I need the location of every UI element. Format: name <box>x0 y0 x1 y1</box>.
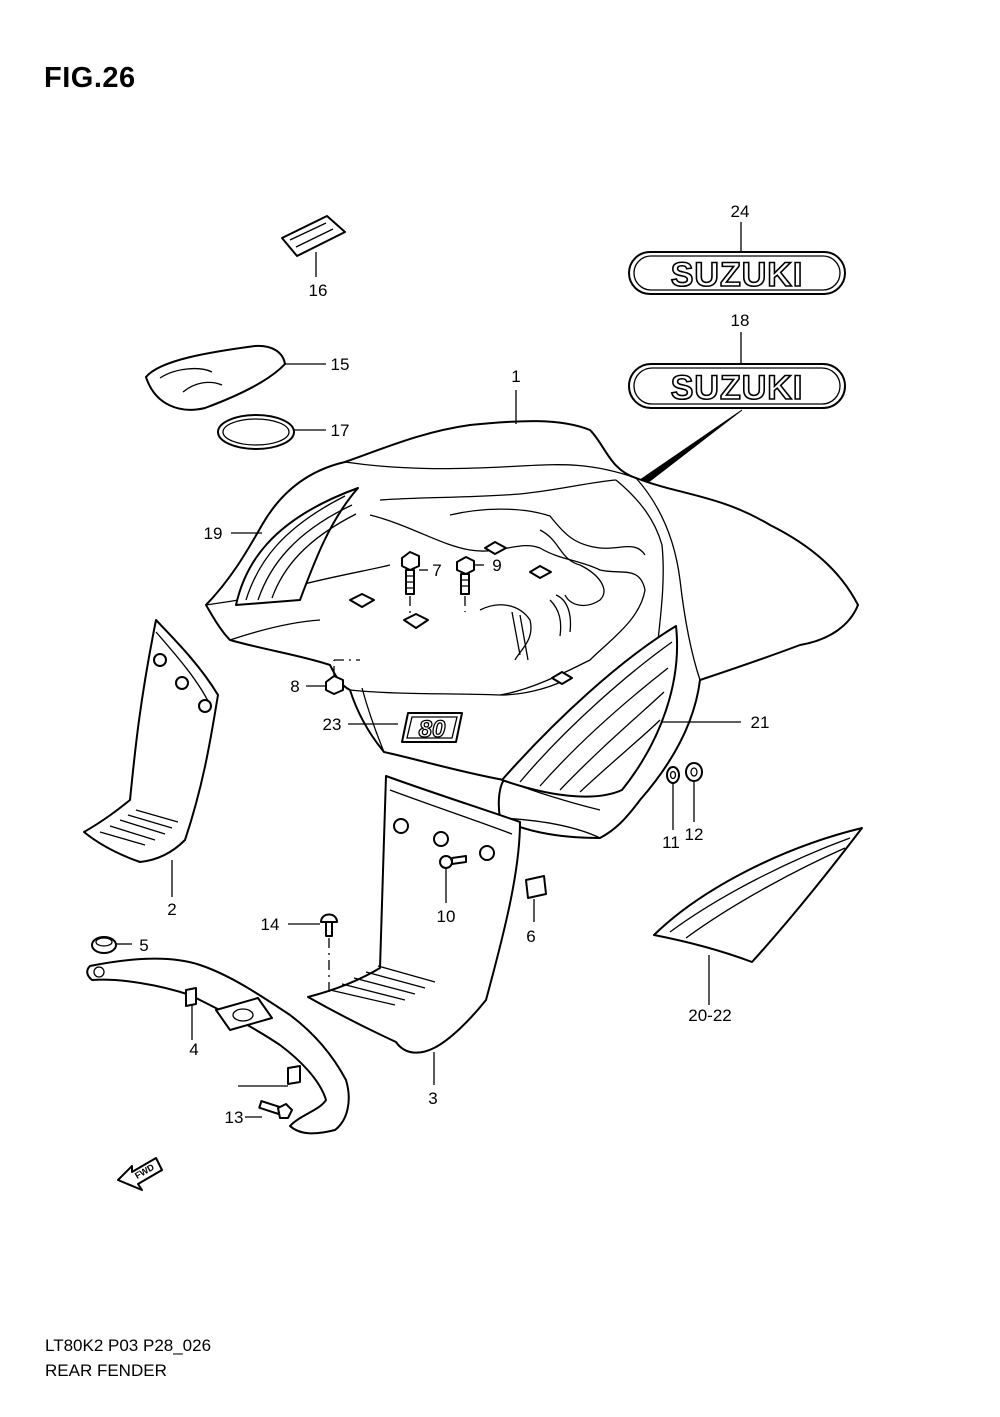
footer: LT80K2 P03 P28_026 REAR FENDER <box>45 1333 211 1383</box>
part-3-right-mudflap <box>307 775 521 1085</box>
part-11-washer <box>666 766 680 830</box>
part-8-nut <box>306 659 360 695</box>
callout-16: 16 <box>309 281 328 300</box>
callout-19: 19 <box>204 524 223 543</box>
part-12-nut <box>685 762 703 822</box>
callout-23: 23 <box>323 715 342 734</box>
part-5-cap <box>91 936 132 954</box>
part-19-stripe-decal <box>231 487 359 606</box>
callout-10: 10 <box>437 907 456 926</box>
callout-3: 3 <box>428 1089 437 1108</box>
decal-24-text: SUZUKI <box>671 256 804 294</box>
callout-12: 12 <box>685 825 704 844</box>
callout-1: 1 <box>511 367 520 386</box>
diagram-caption: REAR FENDER <box>45 1361 167 1380</box>
figure-title: FIG.26 <box>44 62 136 94</box>
callout-2: 2 <box>167 900 176 919</box>
callout-9: 9 <box>492 556 501 575</box>
part-16-label-tag <box>281 215 346 277</box>
callout-24: 24 <box>731 202 750 221</box>
part-13-bolt <box>238 1085 293 1119</box>
callout-5: 5 <box>139 936 148 955</box>
callout-15: 15 <box>331 355 350 374</box>
part-6-clip <box>525 875 547 922</box>
callout-13: 13 <box>225 1108 244 1127</box>
part-17-ring <box>217 414 326 450</box>
part-18-suzuki-decal: SUZUKI <box>628 332 846 485</box>
part-23-badge: 80 <box>348 712 463 744</box>
callout-6: 6 <box>526 927 535 946</box>
fwd-arrow-icon: FWD <box>117 1157 163 1191</box>
callout-11: 11 <box>662 833 680 852</box>
callout-7: 7 <box>432 561 441 580</box>
part-14-screw <box>288 913 338 995</box>
callout-4: 4 <box>189 1040 198 1059</box>
callout-21: 21 <box>751 713 770 732</box>
decal-18-text: SUZUKI <box>671 369 804 407</box>
diagram-code: LT80K2 P03 P28_026 <box>45 1336 212 1355</box>
part-1-rear-fender <box>205 390 859 839</box>
part-2-left-mudflap <box>83 619 219 897</box>
callout-20-22: 20-22 <box>688 1006 731 1025</box>
part-4-bracket <box>86 957 350 1135</box>
callout-14: 14 <box>261 915 280 934</box>
part-9-bolt <box>456 556 484 612</box>
part-7-bolt <box>401 551 428 618</box>
part-20-22-corner-decal <box>653 827 863 1005</box>
part-10-screw <box>439 855 467 903</box>
part-24-suzuki-decal: SUZUKI <box>628 222 846 295</box>
callout-18: 18 <box>731 311 750 330</box>
callout-8: 8 <box>290 677 299 696</box>
part-15-pad <box>145 344 326 411</box>
badge-23-text: 80 <box>419 716 446 743</box>
part-21-stripe-decal <box>501 625 741 798</box>
callout-17: 17 <box>331 421 350 440</box>
